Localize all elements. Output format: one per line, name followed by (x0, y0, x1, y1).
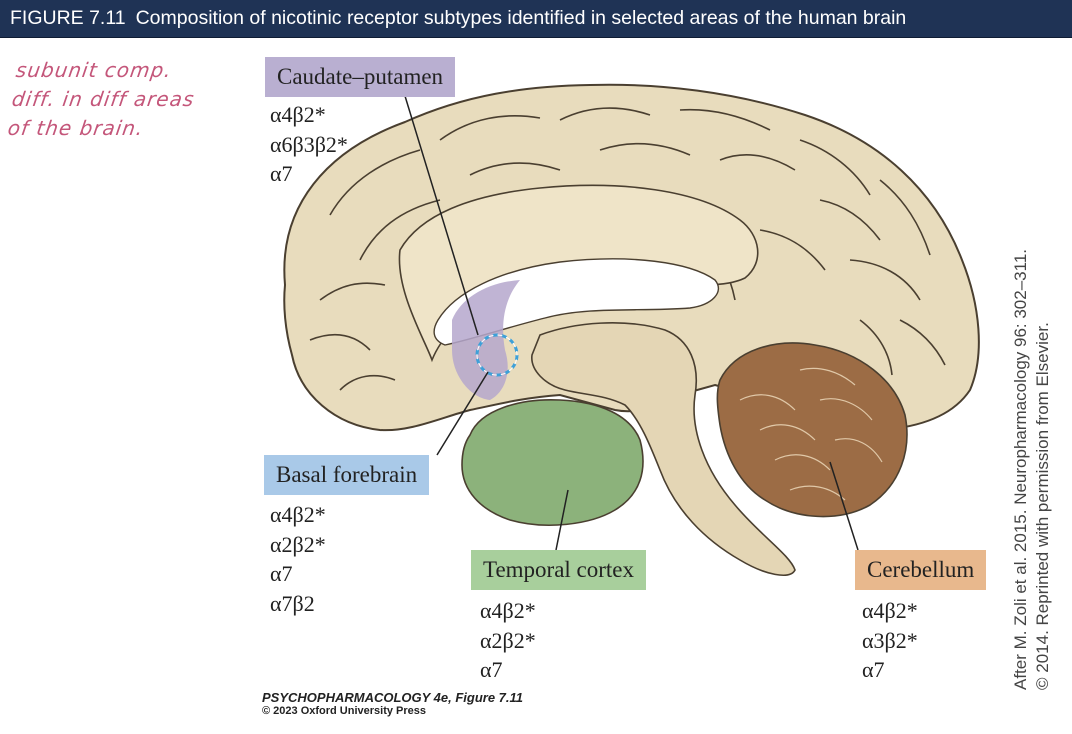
subunit-entry: α7 (480, 657, 503, 682)
brainstem (531, 322, 796, 576)
credit-line: © 2014. Reprinted with permission from E… (1033, 322, 1052, 690)
basal-forebrain-leader-line (436, 371, 489, 456)
basal-forebrain-subunits: α4β2* α2β2* α7 α7β2 (270, 500, 326, 618)
source-credit: After M. Zoli et al. 2015. Neuropharmaco… (1010, 210, 1054, 690)
basal-forebrain-label: Basal forebrain (264, 455, 430, 495)
subunit-entry: α7β2 (270, 590, 315, 616)
subunit-entry: α4β2* (480, 598, 536, 623)
subunit-entry: α4β2* (862, 598, 918, 623)
subunit-entry: α4β2* (270, 102, 326, 127)
book-copyright: © 2023 Oxford University Press (262, 705, 427, 717)
credit-line: After M. Zoli et al. 2015. Neuropharmaco… (1011, 249, 1030, 690)
subunit-entry: α7 (270, 161, 293, 186)
figure-header: FIGURE 7.11 Composition of nicotinic rece… (0, 0, 1072, 38)
figure-title: FIGURE 7.11 Composition of nicotinic rece… (10, 7, 906, 30)
cerebellum-subunits: α4β2* α3β2* α7 (862, 596, 918, 685)
book-title: PSYCHOPHARMACOLOGY 4e, Figure 7.11 (262, 690, 524, 705)
subunit-entry: α2β2* (270, 531, 326, 557)
cerebellum-leader-line (829, 461, 859, 551)
subunit-entry: α3β2* (862, 627, 918, 653)
subunit-entry: α7 (862, 657, 885, 682)
temporal-cortex-region (461, 399, 644, 526)
figure-caption: Composition of nicotinic receptor subtyp… (135, 7, 907, 29)
temporal-leader-line (555, 489, 569, 551)
caudate-putamen-label: Caudate–putamen (265, 57, 456, 97)
caudate-leader-line (404, 95, 479, 336)
subunit-entry: α4β2* (270, 502, 326, 527)
subunit-entry: α2β2* (480, 627, 536, 653)
temporal-cortex-label: Temporal cortex (471, 550, 647, 590)
figure-number: FIGURE 7.11 (10, 7, 126, 29)
temporal-cortex-subunits: α4β2* α2β2* α7 (480, 596, 536, 685)
subunit-entry: α7 (270, 561, 293, 586)
subunit-entry: α6β3β2* (270, 131, 348, 157)
caudate-putamen-subunits: α4β2* α6β3β2* α7 (270, 100, 348, 189)
cerebellum-region (716, 342, 908, 518)
cerebellum-label: Cerebellum (855, 550, 987, 590)
book-credit: PSYCHOPHARMACOLOGY 4e, Figure 7.11 © 202… (262, 690, 523, 717)
